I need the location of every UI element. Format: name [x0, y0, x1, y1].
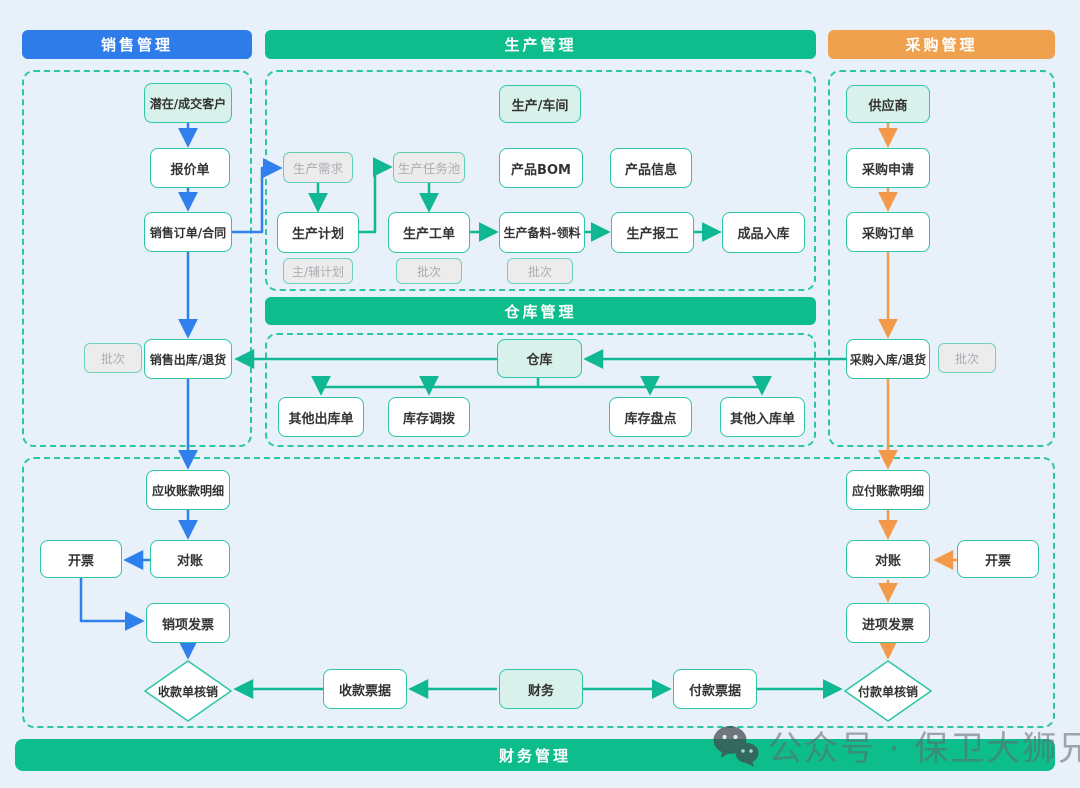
node-prod-material: 生产备料-领料	[499, 212, 585, 253]
node-receipt-writeoff: 收款单核销	[144, 660, 232, 722]
diamond-shape	[844, 660, 932, 722]
node-purchase-inbound: 采购入库/退货	[846, 339, 930, 379]
purchase-section-banner: 采购管理	[828, 30, 1055, 59]
node-other-inbound: 其他入库单	[720, 397, 805, 437]
node-payment-writeoff: 付款单核销	[844, 660, 932, 722]
node-product-bom: 产品BOM	[499, 148, 583, 188]
watermark-text: 公众号 · 保卫大狮兄	[768, 729, 1080, 769]
node-receivable-recon: 对账	[150, 540, 230, 578]
node-supplier: 供应商	[846, 85, 930, 123]
warehouse-section-banner: 仓库管理	[265, 297, 816, 325]
diamond-label: 付款单核销	[857, 684, 918, 699]
node-other-outbound: 其他出库单	[278, 397, 364, 437]
node-payable-recon: 对账	[846, 540, 930, 578]
node-purchase-order: 采购订单	[846, 212, 930, 252]
chip-work-order-batch: 批次	[396, 258, 462, 284]
watermark: 公众号 · 保卫大狮兄	[712, 721, 1080, 770]
sales-section-banner: 销售管理	[22, 30, 252, 59]
node-workshop: 生产/车间	[499, 85, 581, 123]
node-purchase-request: 采购申请	[846, 148, 930, 188]
node-sales-invoice: 销项发票	[146, 603, 230, 643]
node-prod-work-order: 生产工单	[388, 212, 470, 253]
node-product-info: 产品信息	[610, 148, 692, 188]
node-prod-plan: 生产计划	[277, 212, 359, 253]
node-prod-report: 生产报工	[611, 212, 694, 253]
node-sales-invoicing: 开票	[40, 540, 122, 578]
node-finance: 财务	[499, 669, 583, 709]
node-stock-count: 库存盘点	[609, 397, 692, 437]
sales-group-container	[22, 70, 252, 447]
chip-material-batch: 批次	[507, 258, 573, 284]
chip-purchase-batch: 批次	[938, 343, 996, 373]
node-prod-demand: 生产需求	[283, 152, 353, 183]
node-receipt-doc: 收款票据	[323, 669, 407, 709]
node-quote: 报价单	[150, 148, 230, 188]
node-purchase-invoicing: 开票	[957, 540, 1039, 578]
chip-main-aux-plan: 主/辅计划	[283, 258, 353, 284]
node-prod-task-pool: 生产任务池	[393, 152, 465, 183]
node-payable-detail: 应付账款明细	[846, 470, 930, 510]
chip-sales-batch: 批次	[84, 343, 142, 373]
diamond-shape	[144, 660, 232, 722]
diamond-label: 收款单核销	[157, 684, 218, 699]
node-input-invoice: 进项发票	[846, 603, 930, 643]
node-finished-inbound: 成品入库	[722, 212, 805, 253]
production-section-banner: 生产管理	[265, 30, 816, 59]
node-sales-outbound: 销售出库/退货	[144, 339, 232, 379]
warehouse-group-container	[265, 333, 816, 447]
finance-section-banner: 财务管理	[15, 739, 1055, 771]
purchase-group-container	[828, 70, 1055, 447]
finance-group-container	[22, 457, 1055, 728]
node-sales-order: 销售订单/合同	[144, 212, 232, 252]
node-customer: 潜在/成交客户	[144, 83, 232, 123]
wechat-icon	[713, 725, 759, 767]
node-stock-transfer: 库存调拨	[388, 397, 470, 437]
node-payment-doc: 付款票据	[673, 669, 757, 709]
node-warehouse: 仓库	[497, 339, 582, 378]
node-receivable-detail: 应收账款明细	[146, 470, 230, 510]
